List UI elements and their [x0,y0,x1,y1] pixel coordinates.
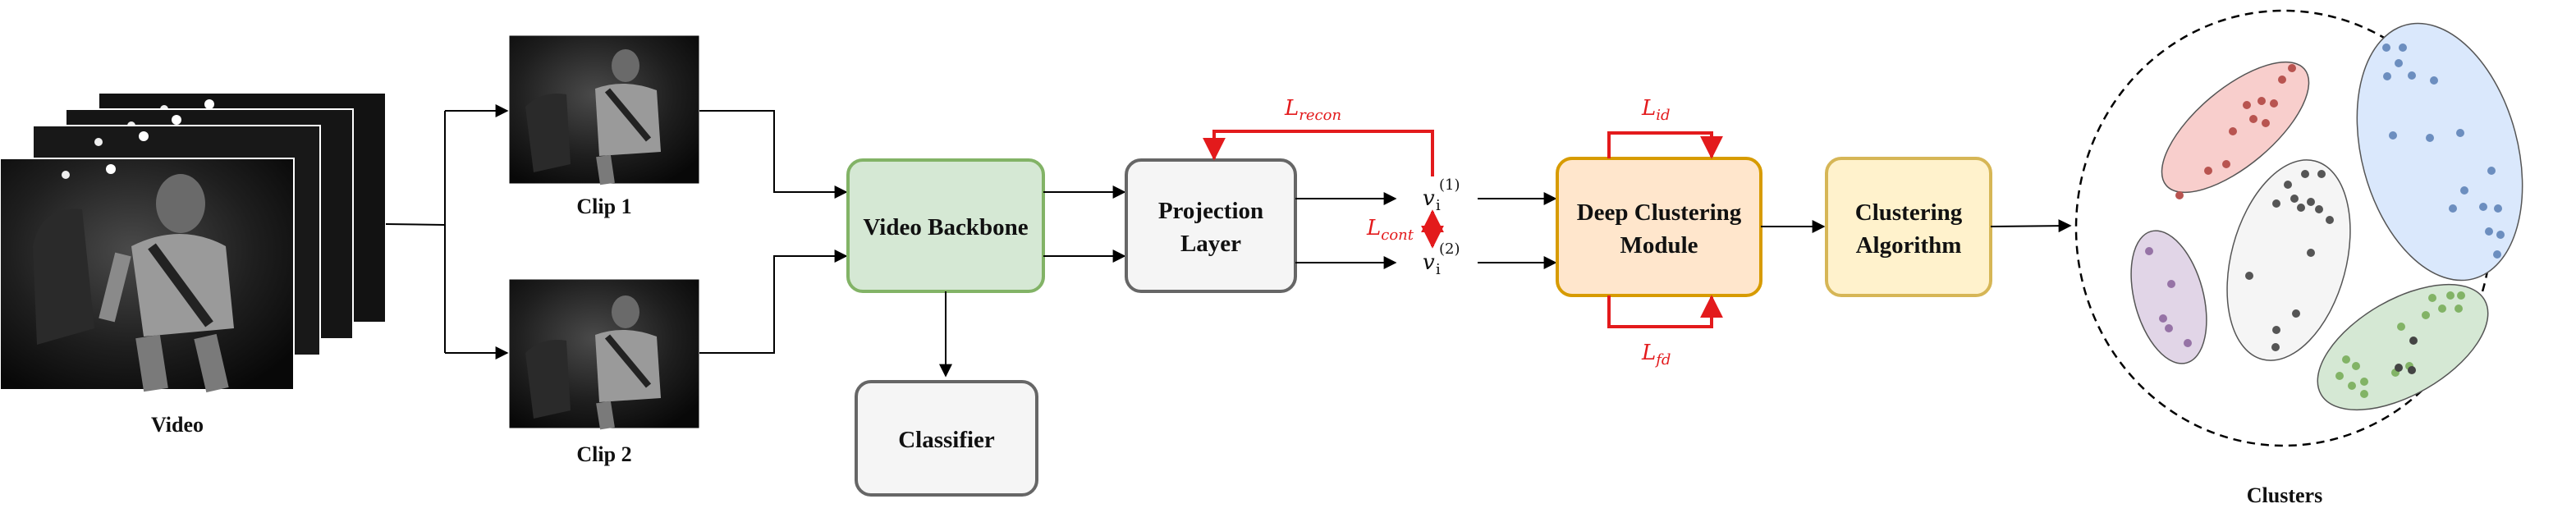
vector-v2: v i (2) [1423,240,1460,278]
svg-text:i: i [1436,197,1441,214]
arrow-clip2-to-backbone [699,250,848,354]
classifier-label: Classifier [898,427,995,453]
backbone-to-projection-connectors [1043,185,1126,263]
cluster-purple [2130,230,2207,364]
clustering-algorithm-label-line2: Algorithm [1856,232,1962,259]
fd-loss-arrow [1607,295,1723,328]
clip2-label: Clip 2 [576,442,631,466]
vector-v1: v i (1) [1423,176,1460,214]
video-frame-front [0,158,295,393]
dcm-label-line2: Module [1620,232,1698,259]
arrow-clip1-to-backbone [699,110,848,199]
svg-text:v: v [1423,186,1435,211]
cluster-blue [2356,22,2523,282]
id-loss-arrow [1607,131,1723,159]
deep-clustering-module-box: Deep Clustering Module [1556,157,1762,297]
cluster-red [2161,61,2310,199]
clustering-algorithm-label-line1: Clustering [1855,199,1963,226]
cont-loss-label: Lcont [1366,216,1414,244]
svg-text:v: v [1423,250,1435,275]
vectors-to-dcm-connectors [1478,192,1557,269]
projection-layer-box: Projection Layer [1125,158,1297,293]
svg-text:(1): (1) [1439,176,1460,194]
id-loss-label: Lid [1641,96,1671,124]
clip2-frame [508,278,700,430]
clusters-region [2074,9,2523,447]
video-backbone-box: Video Backbone [846,158,1045,293]
cluster-gray [2226,159,2351,361]
clustering-algorithm-box: Clustering Algorithm [1825,157,1992,297]
svg-text:(2): (2) [1439,240,1460,258]
clip1-frame [508,34,700,185]
clusters-label: Clusters [2247,483,2322,507]
fd-loss-label: Lfd [1641,341,1671,369]
video-to-clips-connectors [385,104,509,359]
svg-text:i: i [1436,261,1441,278]
dcm-label-line1: Deep Clustering [1577,199,1742,226]
recon-loss-label: Lrecon [1284,96,1341,124]
recon-loss-arrow [1203,130,1434,176]
projection-label-line1: Projection [1158,198,1263,224]
clip1-label: Clip 1 [576,195,631,218]
projection-label-line2: Layer [1180,231,1241,257]
projection-to-vectors-connectors [1295,192,1397,269]
video-backbone-label: Video Backbone [863,214,1028,240]
video-frame-stack [0,92,387,393]
arrow-algorithm-to-clusters [1990,219,2072,233]
clips-to-backbone-connectors [699,110,848,354]
cluster-green [2317,283,2489,411]
classifier-box: Classifier [855,380,1038,497]
video-label: Video [151,413,204,437]
